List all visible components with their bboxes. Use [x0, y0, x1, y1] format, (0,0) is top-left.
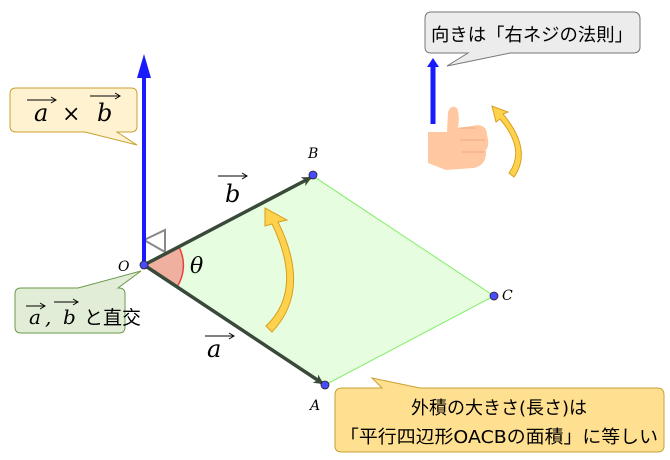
- label-B: B: [307, 146, 318, 162]
- label-theta: θ: [190, 254, 203, 279]
- vector-b: [143, 176, 312, 267]
- callout-orth-a: a: [29, 305, 41, 329]
- area-line2: 「平行四辺形OACBの面積」に等しい: [340, 427, 658, 448]
- point-B[interactable]: [308, 170, 318, 180]
- cross-product-arrowhead: [137, 54, 151, 78]
- overarrow-b-head: [241, 172, 248, 180]
- parallelogram-OACB: [143, 175, 495, 386]
- label-C: C: [502, 288, 513, 304]
- point-A[interactable]: [320, 380, 330, 390]
- callout-cross-times: ×: [62, 102, 80, 127]
- callout-orth-text: と直交: [84, 307, 141, 329]
- label-O: O: [118, 259, 130, 275]
- point-O[interactable]: [139, 260, 149, 270]
- callout-cross-product: a × b: [9, 87, 138, 146]
- label-A: A: [308, 398, 320, 414]
- callout-cross-b: b: [97, 99, 112, 127]
- rotation-arrow: [264, 207, 294, 333]
- label-vector-a: a: [207, 335, 221, 363]
- callout-orth-comma: ,: [45, 305, 51, 329]
- angle-theta-sector: [144, 247, 184, 287]
- callout-area: 外積の大きさ(長さ)は 「平行四辺形OACBの面積」に等しい: [334, 377, 665, 453]
- small-direction-arrowhead: [427, 58, 439, 67]
- curved-arrow-icon: [491, 105, 522, 178]
- right-hand-text: 向きは「右ネジの法則」: [431, 25, 633, 46]
- angle-theta-arc: [176, 246, 185, 288]
- point-C[interactable]: [489, 291, 499, 301]
- thumbs-up-hand-icon: [428, 106, 489, 170]
- callout-orth-b: b: [63, 305, 76, 329]
- vector-a: [143, 263, 324, 385]
- overarrow-a-head: [228, 332, 235, 340]
- callout-orthogonal: a , b と直交: [14, 270, 142, 334]
- label-vector-b: b: [225, 180, 240, 208]
- callout-cross-a: a: [34, 99, 48, 127]
- callout-right-hand: 向きは「右ネジの法則」: [424, 11, 641, 67]
- area-line1: 外積の大きさ(長さ)は: [411, 398, 587, 419]
- right-angle-marker: [143, 228, 166, 253]
